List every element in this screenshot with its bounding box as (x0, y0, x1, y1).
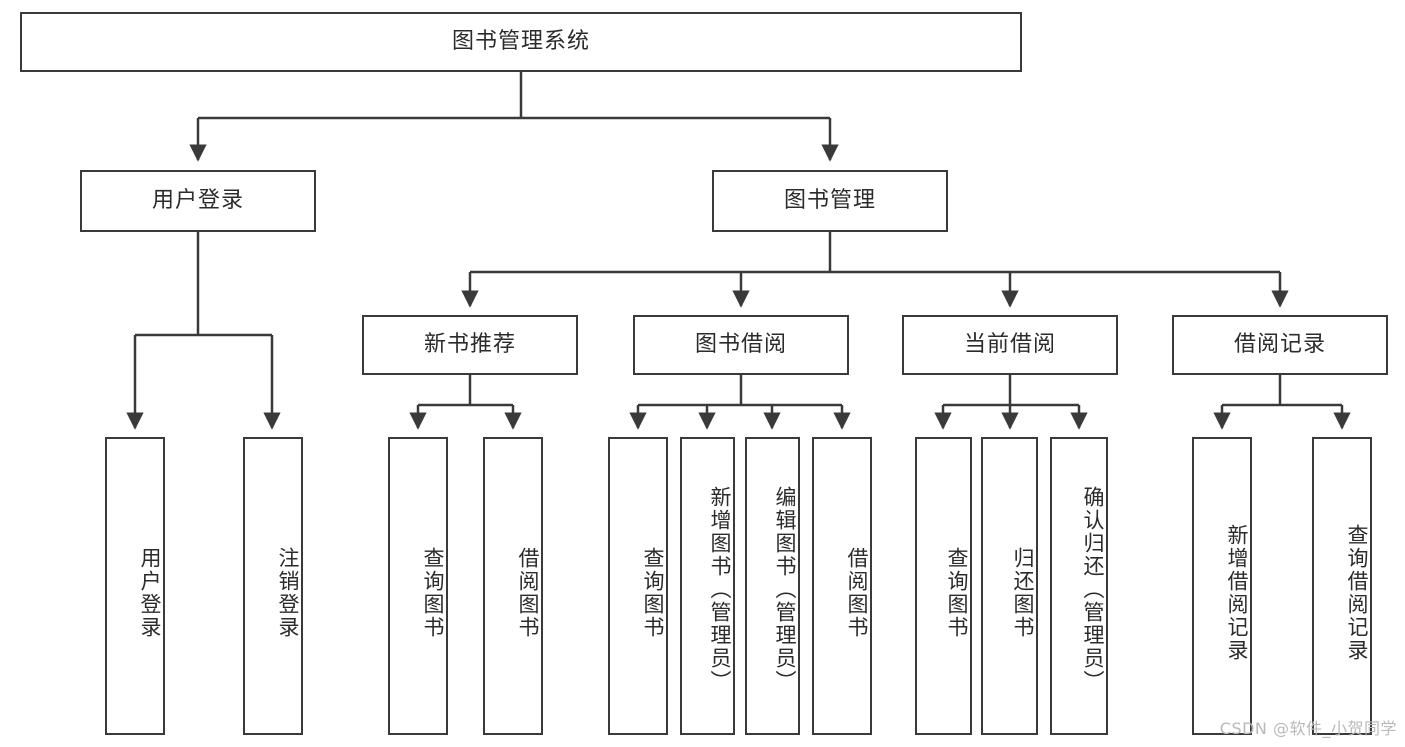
node-root[interactable]: 图书管理系统 (20, 12, 1022, 72)
node-book-management[interactable]: 图书管理 (712, 170, 948, 232)
node-new-book-recommend[interactable]: 新书推荐 (362, 315, 578, 375)
node-book-borrow[interactable]: 图书借阅 (633, 315, 849, 375)
leaf-add-borrow-record[interactable]: 新增借阅记录 (1192, 437, 1252, 735)
node-borrow-record[interactable]: 借阅记录 (1172, 315, 1388, 375)
leaf-query-book-newbook[interactable]: 查询图书 (388, 437, 448, 735)
node-user-login[interactable]: 用户登录 (80, 170, 316, 232)
leaf-borrow-book[interactable]: 借阅图书 (812, 437, 872, 735)
leaf-borrow-book-newbook[interactable]: 借阅图书 (483, 437, 543, 735)
leaf-add-book-admin[interactable]: 新增图书（管理员） (680, 437, 735, 735)
leaf-query-book-borrow[interactable]: 查询图书 (608, 437, 668, 735)
watermark-credit: CSDN @软件_小贺同学 (1219, 719, 1397, 738)
node-current-borrow[interactable]: 当前借阅 (902, 315, 1118, 375)
leaf-return-book[interactable]: 归还图书 (981, 437, 1038, 735)
leaf-query-book-current[interactable]: 查询图书 (915, 437, 972, 735)
leaf-logout[interactable]: 注销登录 (243, 437, 303, 735)
leaf-edit-book-admin[interactable]: 编辑图书（管理员） (745, 437, 800, 735)
leaf-confirm-return-admin[interactable]: 确认归还（管理员） (1050, 437, 1108, 735)
leaf-user-login[interactable]: 用户登录 (105, 437, 165, 735)
leaf-query-borrow-record[interactable]: 查询借阅记录 (1312, 437, 1372, 735)
